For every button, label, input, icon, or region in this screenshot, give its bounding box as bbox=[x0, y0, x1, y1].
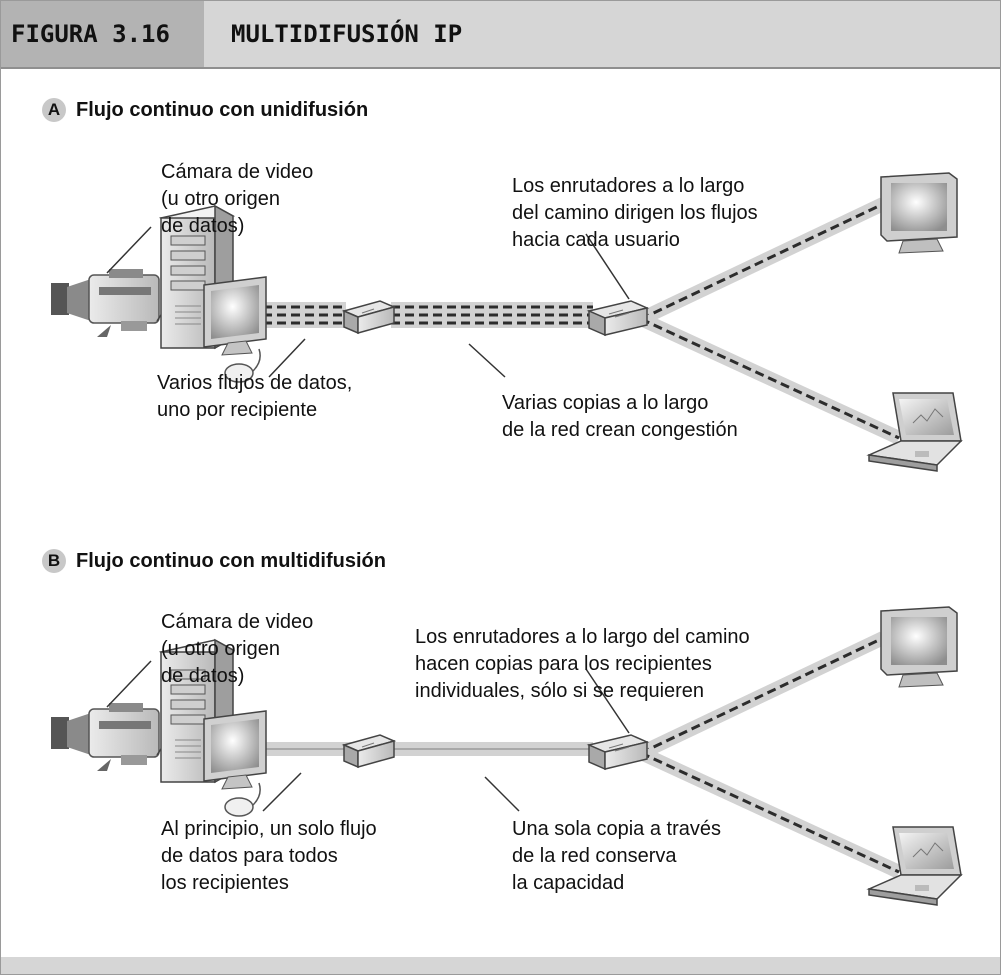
source-label-a: Cámara de video (u otro origen de datos) bbox=[161, 161, 314, 237]
receiver-monitor-icon bbox=[880, 606, 958, 688]
source-label-b: Cámara de video (u otro origen de datos) bbox=[161, 611, 314, 687]
mouse-icon bbox=[224, 782, 261, 817]
section-a-badge: A bbox=[42, 98, 66, 122]
section-a-title: Flujo continuo con unidifusión bbox=[76, 98, 369, 121]
streams-label-a: Varios flujos de datos, uno por recipien… bbox=[157, 372, 353, 421]
branch-to-laptop-b bbox=[638, 746, 902, 879]
video-camera-icon bbox=[51, 703, 160, 771]
router-label-b: Los enrutadores a lo largo del camino ha… bbox=[415, 626, 750, 702]
branch-to-monitor-a bbox=[637, 197, 887, 326]
router-2-icon bbox=[586, 300, 650, 337]
branch-to-monitor-b bbox=[637, 631, 887, 760]
router-1-icon bbox=[341, 300, 397, 335]
section-a-diagram bbox=[51, 172, 963, 472]
copies-label-a: Varias copias a lo largo de la red crean… bbox=[502, 392, 738, 441]
branch-to-laptop-a bbox=[638, 312, 902, 445]
section-a-heading: A Flujo continuo con unidifusión bbox=[42, 98, 368, 122]
router-1-icon bbox=[341, 734, 397, 769]
video-camera-icon bbox=[51, 269, 160, 337]
mouse-icon bbox=[224, 348, 261, 383]
leader-lines-b bbox=[106, 660, 630, 812]
section-b-heading: B Flujo continuo con multidifusión bbox=[42, 549, 386, 573]
figure-header: FIGURA 3.16 MULTIDIFUSIÓN IP bbox=[1, 1, 1000, 69]
section-b-diagram bbox=[51, 606, 963, 906]
receiver-monitor-icon bbox=[880, 172, 958, 254]
receiver-laptop-icon bbox=[866, 826, 963, 906]
section-b-badge: B bbox=[42, 549, 66, 573]
copies-label-b: Una sola copia a través de la red conser… bbox=[512, 818, 722, 894]
unicast-streams bbox=[263, 302, 593, 328]
leader-lines-a bbox=[106, 226, 630, 378]
receiver-laptop-icon bbox=[866, 392, 963, 472]
streams-label-b: Al principio, un solo flujo de datos par… bbox=[161, 818, 377, 894]
router-2-icon bbox=[586, 734, 650, 771]
section-b-title: Flujo continuo con multidifusión bbox=[76, 549, 386, 572]
figure-footer-bar bbox=[1, 957, 1000, 974]
figure-label: FIGURA 3.16 bbox=[1, 1, 204, 67]
router-label-a: Los enrutadores a lo largo del camino di… bbox=[512, 175, 758, 251]
figure-title: MULTIDIFUSIÓN IP bbox=[231, 20, 463, 48]
monitor-icon bbox=[203, 710, 267, 790]
monitor-icon bbox=[203, 276, 267, 356]
